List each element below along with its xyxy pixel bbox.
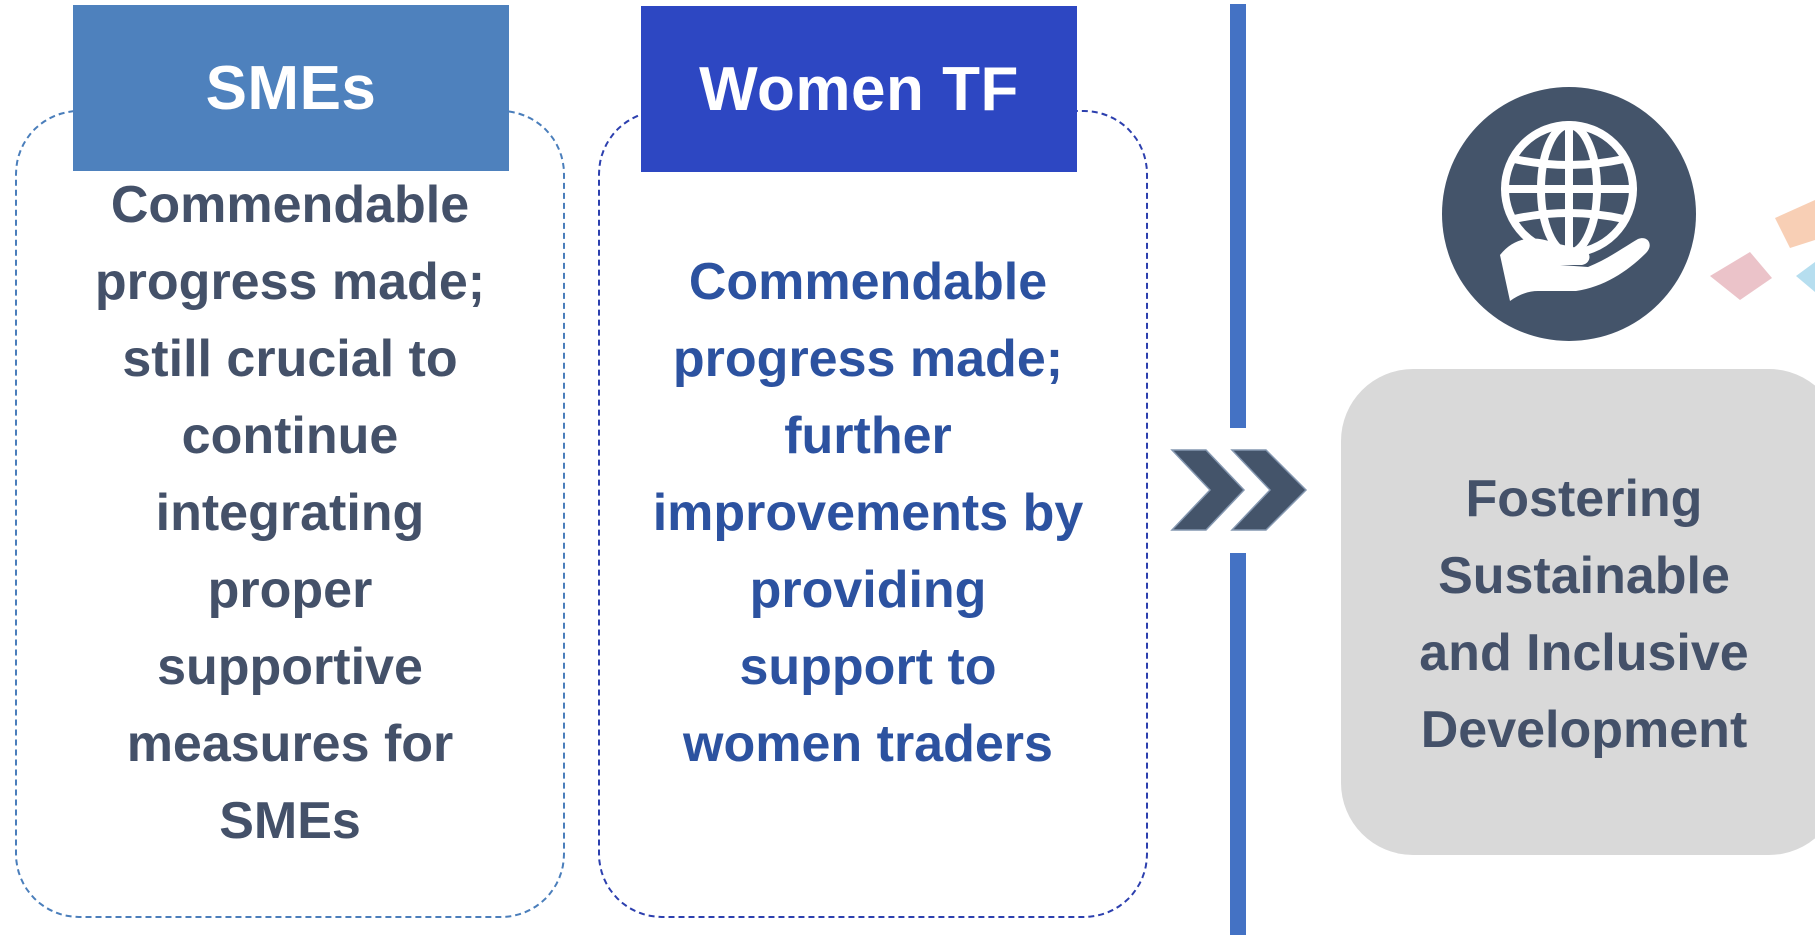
decorative-shapes [1710,200,1815,300]
double-chevron-arrow-icon [1170,449,1308,531]
divider-line-bottom [1230,553,1246,935]
globe-icon-circle [1442,87,1696,341]
divider-line-top [1230,4,1246,428]
women-tf-header: Women TF [641,6,1077,172]
smes-header: SMEs [73,5,509,171]
goal-box [1341,369,1815,855]
globe-in-hand-icon [1500,121,1650,301]
women-tf-body-text: Commendable progress made; further impro… [652,253,1084,773]
smes-body-text: Commendable progress made; still crucial… [94,176,486,850]
goal-text: Fostering Sustainable and Inclusive Deve… [1419,470,1749,759]
